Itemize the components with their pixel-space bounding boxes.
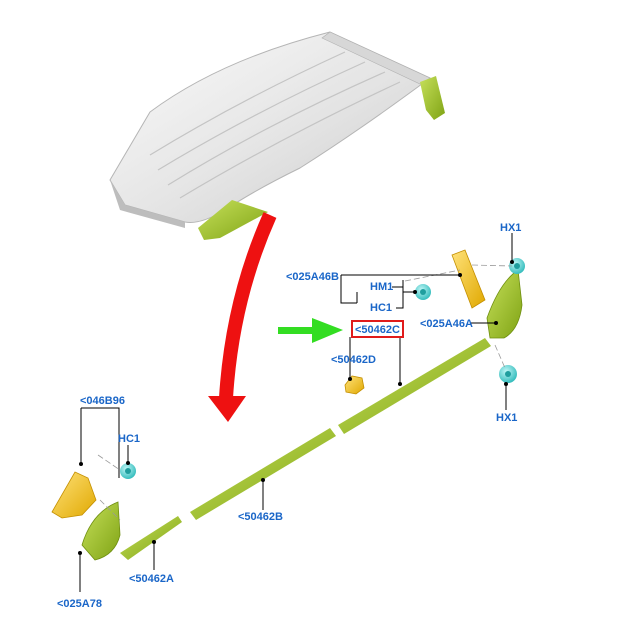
label-025a46b[interactable]: <025A46B [286, 271, 339, 283]
label-50462c[interactable]: <50462C [355, 324, 400, 336]
cyan-clip [120, 463, 136, 479]
bracket-left [51, 471, 97, 519]
label-50462b[interactable]: <50462B [238, 511, 283, 523]
label-025a78[interactable]: <025A78 [57, 598, 102, 610]
roof-trim-rear [420, 76, 445, 120]
label-50462a[interactable]: <50462A [129, 573, 174, 585]
small-clip [344, 375, 365, 395]
label-025a46a[interactable]: <025A46A [420, 318, 473, 330]
cyan-clip [499, 365, 517, 383]
cyan-clip [415, 284, 431, 300]
guide-lines [97, 264, 513, 521]
roof-trim-front [198, 200, 268, 240]
right-arrow-icon [278, 318, 343, 343]
leader-dots [78, 260, 514, 555]
curved-arrow-icon [208, 212, 277, 422]
bracket-right [451, 249, 486, 309]
roof-panel [109, 31, 431, 228]
label-hc1-top[interactable]: HC1 [370, 302, 392, 314]
label-hm1[interactable]: HM1 [370, 281, 393, 293]
leader-lines [79, 233, 513, 592]
roof-molding-strip [120, 338, 491, 560]
label-hx1-top[interactable]: HX1 [500, 222, 521, 234]
label-hc1-left[interactable]: HC1 [118, 433, 140, 445]
label-hx1-bottom[interactable]: HX1 [496, 412, 517, 424]
label-50462d[interactable]: <50462D [331, 354, 376, 366]
end-cap-left [81, 501, 121, 561]
label-046b96[interactable]: <046B96 [80, 395, 125, 407]
end-cap-right [486, 269, 523, 339]
highlight-box [351, 320, 404, 338]
